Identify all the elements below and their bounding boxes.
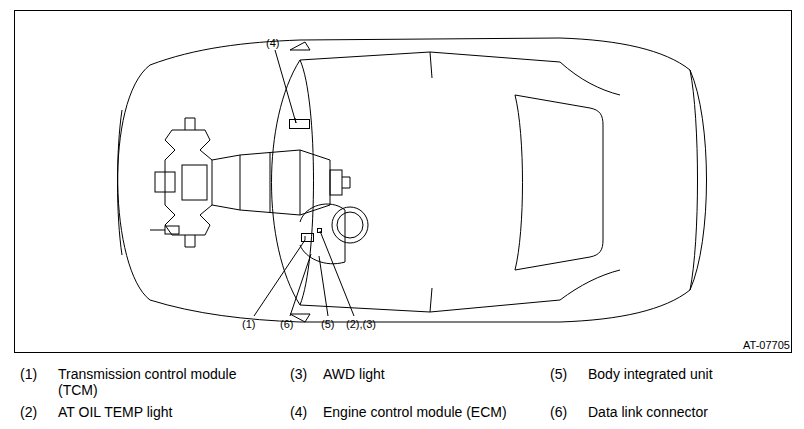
- leader-line: [254, 240, 305, 316]
- legend-text: Transmission control module (TCM): [58, 366, 258, 398]
- legend-text: AT OIL TEMP light: [58, 404, 172, 420]
- callout-number: (1): [242, 316, 255, 332]
- legend-number: (2): [20, 404, 37, 420]
- callout-number: (4): [266, 35, 279, 51]
- tcm-box: [302, 234, 314, 242]
- leader-line: [290, 254, 311, 316]
- car-body: [118, 38, 707, 322]
- steering-wheel: [332, 207, 368, 243]
- warning-light: [318, 229, 322, 233]
- steering-wheel-inner: [337, 212, 363, 238]
- rear-window: [515, 95, 603, 270]
- legend-text: AWD light: [323, 366, 385, 382]
- instrument-area: [300, 204, 345, 264]
- legend-number: (3): [290, 366, 307, 382]
- callout-number: (2),(3): [346, 316, 376, 332]
- bumper-line: [118, 110, 123, 255]
- dashboard-line: [300, 60, 314, 305]
- leader-line: [320, 231, 354, 316]
- leader-line: [319, 256, 328, 316]
- legend-text: Engine control module (ECM): [323, 404, 507, 420]
- c-pillar: [560, 62, 620, 300]
- legend-number: (4): [290, 404, 307, 420]
- callout-number: (5): [321, 316, 334, 332]
- callout-number: (6): [280, 316, 293, 332]
- rear-line: [690, 70, 698, 290]
- legend-text: Body integrated unit: [588, 366, 713, 382]
- b-pillar: [430, 52, 432, 312]
- leader-line: [275, 50, 296, 123]
- legend-number: (6): [550, 404, 567, 420]
- legend-text: Data link connector: [588, 404, 708, 420]
- legend-number: (1): [20, 366, 37, 382]
- ecm-box: [290, 120, 310, 129]
- figure-code: AT-07705: [743, 337, 790, 353]
- leader-tip: [295, 118, 305, 240]
- engine-transmission: [150, 118, 350, 247]
- figure-frame: [15, 11, 792, 353]
- legend-number: (5): [550, 366, 567, 382]
